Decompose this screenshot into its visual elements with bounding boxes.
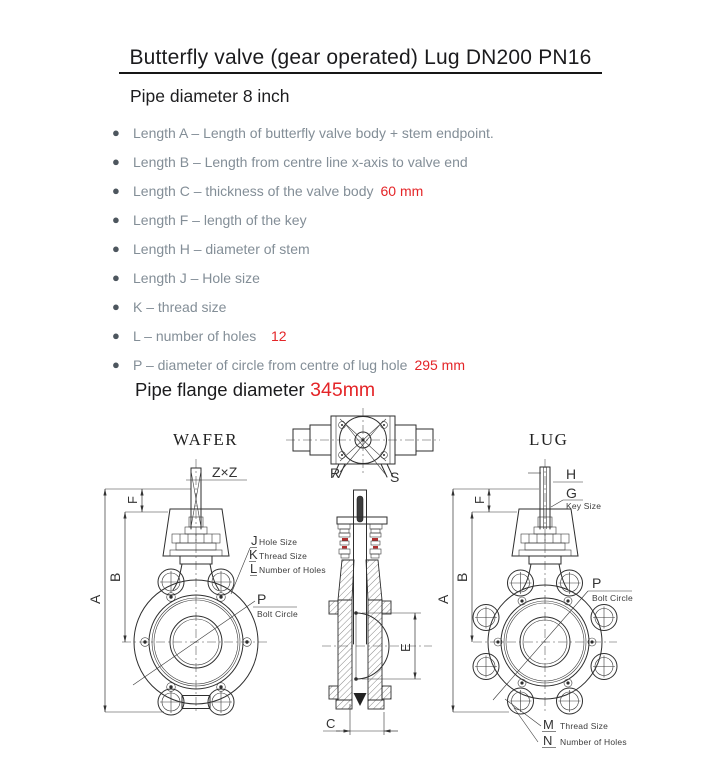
flange-value: 345mm [310,379,376,401]
wafer-view-title: WAFER [173,430,238,449]
bullet-icon: ● [112,270,120,285]
stem-square-label: Z×Z [212,464,238,480]
list-item: ● P – diameter of circle from centre of l… [112,350,672,379]
bullet-value: 60 mm [380,182,424,199]
list-item: ● Length B – Length from centre line x-ax… [112,147,672,176]
list-item: ● Length C – thickness of the valve body 6… [112,176,672,205]
spec-bullet-list: ● Length A – Length of butterfly valve bo… [112,118,672,379]
key-size-key: G [566,485,577,501]
dim-label-f: F [472,496,487,504]
callout-n-text: Number of Holes [560,737,627,747]
bullet-icon: ● [112,154,120,169]
list-item: ● Length A – Length of butterfly valve bo… [112,118,672,147]
dim-label-b: B [107,573,123,582]
list-item: ● Length F – length of the key [112,205,672,234]
bolt-circle-key: P [592,575,601,591]
bullet-text: Length J – Hole size [133,269,260,286]
list-item: ● L – number of holes 12 [112,321,672,350]
dim-label-e: E [398,643,413,652]
gear-operator-top-view: R S [286,408,440,485]
list-item: ● Length H – diameter of stem [112,234,672,263]
valve-technical-drawing: R S WAFER Z×Z [0,403,721,768]
bullet-icon: ● [112,357,120,372]
bullet-icon: ● [112,183,120,198]
section-bolts [337,523,383,559]
bullet-text: L – number of holes [133,327,257,344]
dim-label-c: C [326,716,335,731]
dim-label-r: R [330,465,340,481]
callout-n-key: N [543,733,552,748]
bullet-text: P – diameter of circle from centre of lu… [133,356,408,373]
flange-label: Pipe flange diameter [135,379,305,400]
dim-label-h: H [566,466,576,482]
dim-label-s: S [390,469,399,485]
bullet-text: K – thread size [133,298,227,315]
wafer-view: WAFER Z×Z [87,430,326,716]
callout-l-text: Number of Holes [259,565,326,575]
bullet-text: Length H – diameter of stem [133,240,310,257]
callout-k-text: Thread Size [259,551,307,561]
bolt-circle-text: Bolt Circle [592,593,633,603]
dim-label-a: A [435,594,451,604]
dim-label-f: F [125,496,140,504]
pipe-diameter-subtitle: Pipe diameter 8 inch [130,86,290,106]
bolt-circle-key: P [257,591,266,607]
bullet-text: Length F – length of the key [133,211,307,228]
bullet-icon: ● [112,125,120,140]
key-size-text: Key Size [566,501,601,511]
page-title: Butterfly valve (gear operated) Lug DN20… [119,46,602,74]
dim-label-a: A [87,594,103,604]
bullet-icon: ● [112,328,120,343]
bullet-text: Length B – Length from centre line x-axi… [133,153,468,170]
section-view: E C [322,489,432,735]
lug-view: LUG H G Key Size [435,430,633,748]
bullet-icon: ● [112,299,120,314]
bolt-circle-text: Bolt Circle [257,609,298,619]
callout-j-text: Hole Size [259,537,297,547]
list-item: ● Length J – Hole size [112,263,672,292]
callout-m-key: M [543,717,554,732]
callout-m-text: Thread Size [560,721,608,731]
bullet-icon: ● [112,241,120,256]
wafer-lugs [157,568,235,716]
list-item: ● K – thread size [112,292,672,321]
bullet-text: Length A – Length of butterfly valve bod… [133,124,494,141]
bullet-icon: ● [112,212,120,227]
callout-j-key: J [251,533,258,548]
callout-l-key: L [250,561,257,576]
dim-label-b: B [454,573,470,582]
callout-k-key: K [249,547,258,562]
lug-view-title: LUG [529,430,568,449]
bullet-text: Length C – thickness of the valve body [133,182,374,199]
bullet-value: 295 mm [414,356,466,373]
title-row: Butterfly valve (gear operated) Lug DN20… [0,46,721,74]
bullet-value: 12 [263,327,287,344]
